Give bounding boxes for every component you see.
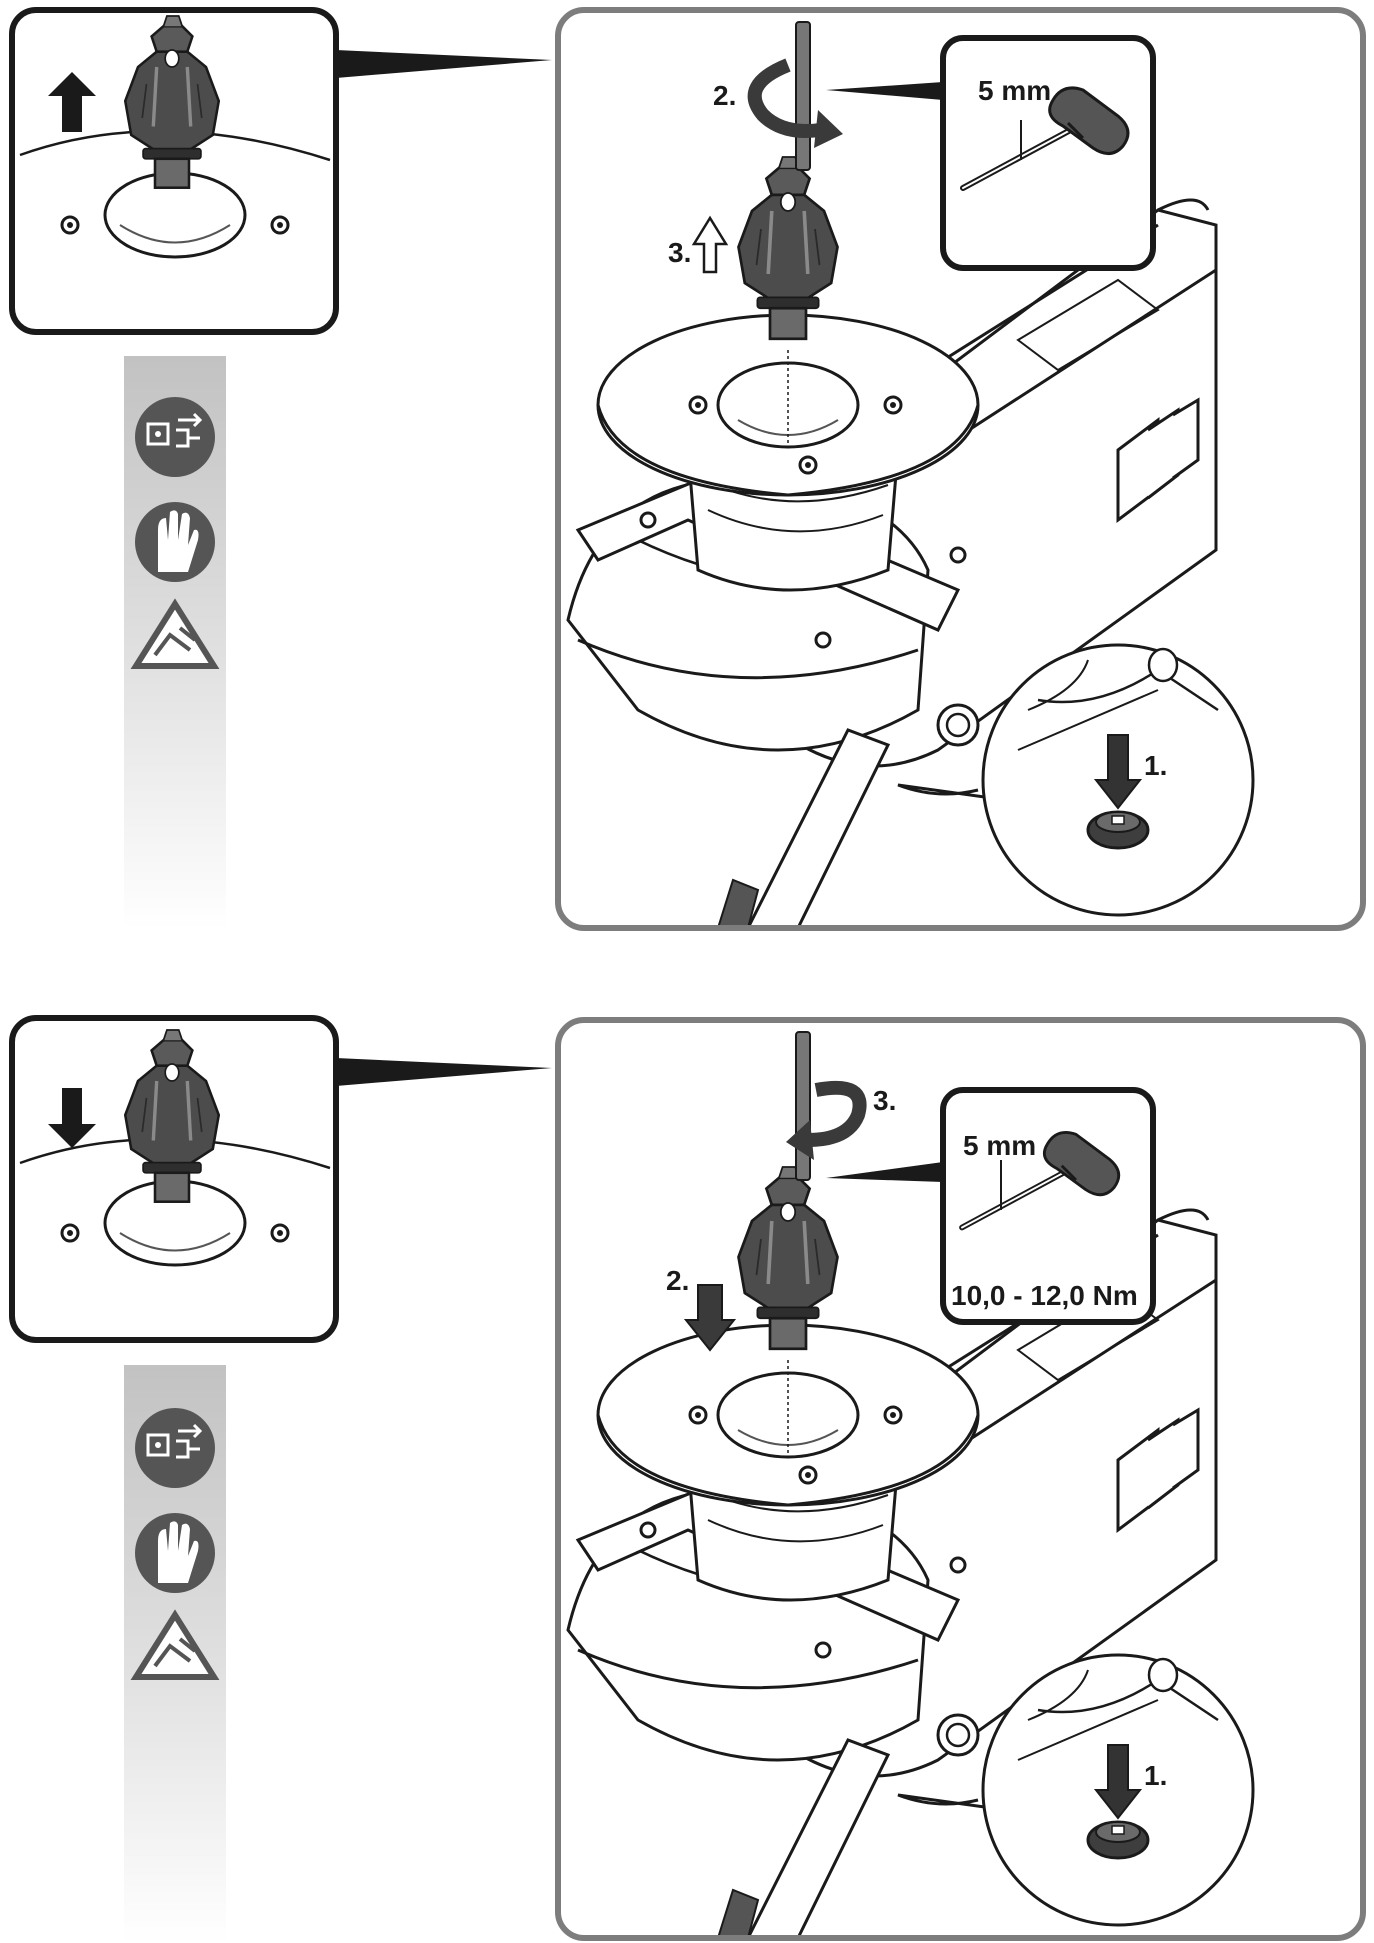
tool-size-label: 5 mm — [963, 1130, 1036, 1161]
installation-panel: 5 mm 10,0 - 12,0 Nm 3. 2. 1. — [9, 1015, 1366, 1943]
inset-box — [9, 7, 552, 335]
sharp-edge-warning-icon — [130, 1609, 220, 1680]
step-3-label: 3. — [668, 237, 691, 268]
unplug-icon — [135, 397, 215, 477]
step-1-label: 1. — [1144, 1760, 1167, 1791]
step-2-label: 2. — [666, 1265, 689, 1296]
step-1-label: 1. — [1144, 750, 1167, 781]
wear-gloves-icon — [135, 1513, 215, 1593]
tool-size-label: 5 mm — [978, 75, 1051, 106]
torque-label: 10,0 - 12,0 Nm — [951, 1280, 1138, 1311]
step-3-label: 3. — [873, 1085, 896, 1116]
arrow-up-icon — [48, 72, 96, 132]
inset-box — [9, 1015, 552, 1343]
step-2-label: 2. — [713, 80, 736, 111]
removal-panel: 5 mm 2. 3. 1. — [9, 7, 1366, 931]
arrow-down-icon — [48, 1088, 96, 1148]
sharp-edge-warning-icon — [130, 598, 220, 669]
unplug-icon — [135, 1408, 215, 1488]
wear-gloves-icon — [135, 502, 215, 582]
